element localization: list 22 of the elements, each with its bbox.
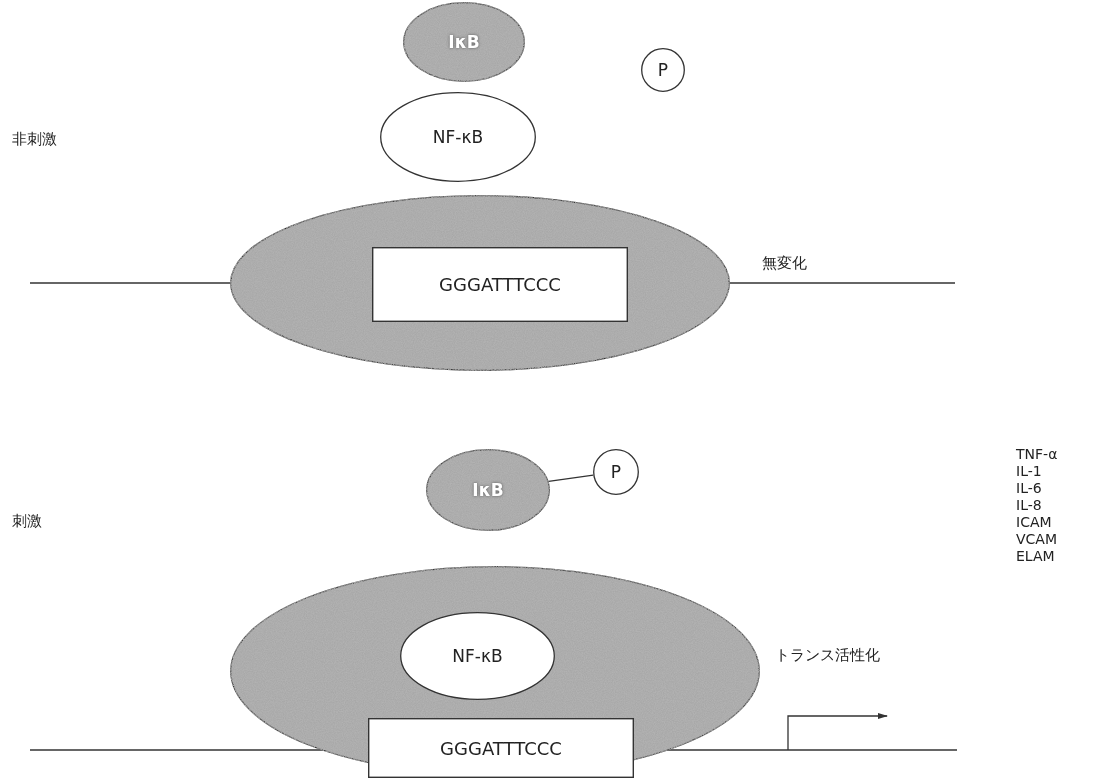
condition-label: 非刺激 [12,130,57,149]
protein-ellipse: IκB [403,2,525,82]
complex-ellipse [230,566,760,776]
condition-label: 刺激 [12,512,42,531]
phosphate-circle: P [593,449,639,495]
connector-line [548,474,594,483]
gene-name: IL-8 [1016,497,1042,513]
gene-name: VCAM [1016,531,1057,547]
phosphate-circle: P [641,48,685,92]
gene-name: IL-6 [1016,480,1042,496]
complex-ellipse [230,195,730,371]
protein-ellipse: NF-κB [380,92,536,182]
sequence-box: GGGATTTCCC [372,247,628,322]
gene-name: IL-1 [1016,463,1042,479]
gene-name: TNF-α [1016,446,1058,462]
state-label: トランス活性化 [775,646,880,665]
gene-name: ICAM [1016,514,1052,530]
protein-ellipse: IκB [426,449,550,531]
protein-ellipse: NF-κB [400,612,555,700]
gene-name: ELAM [1016,548,1055,564]
state-label: 無変化 [762,254,807,273]
sequence-box: GGGATTTCCC [368,718,634,778]
